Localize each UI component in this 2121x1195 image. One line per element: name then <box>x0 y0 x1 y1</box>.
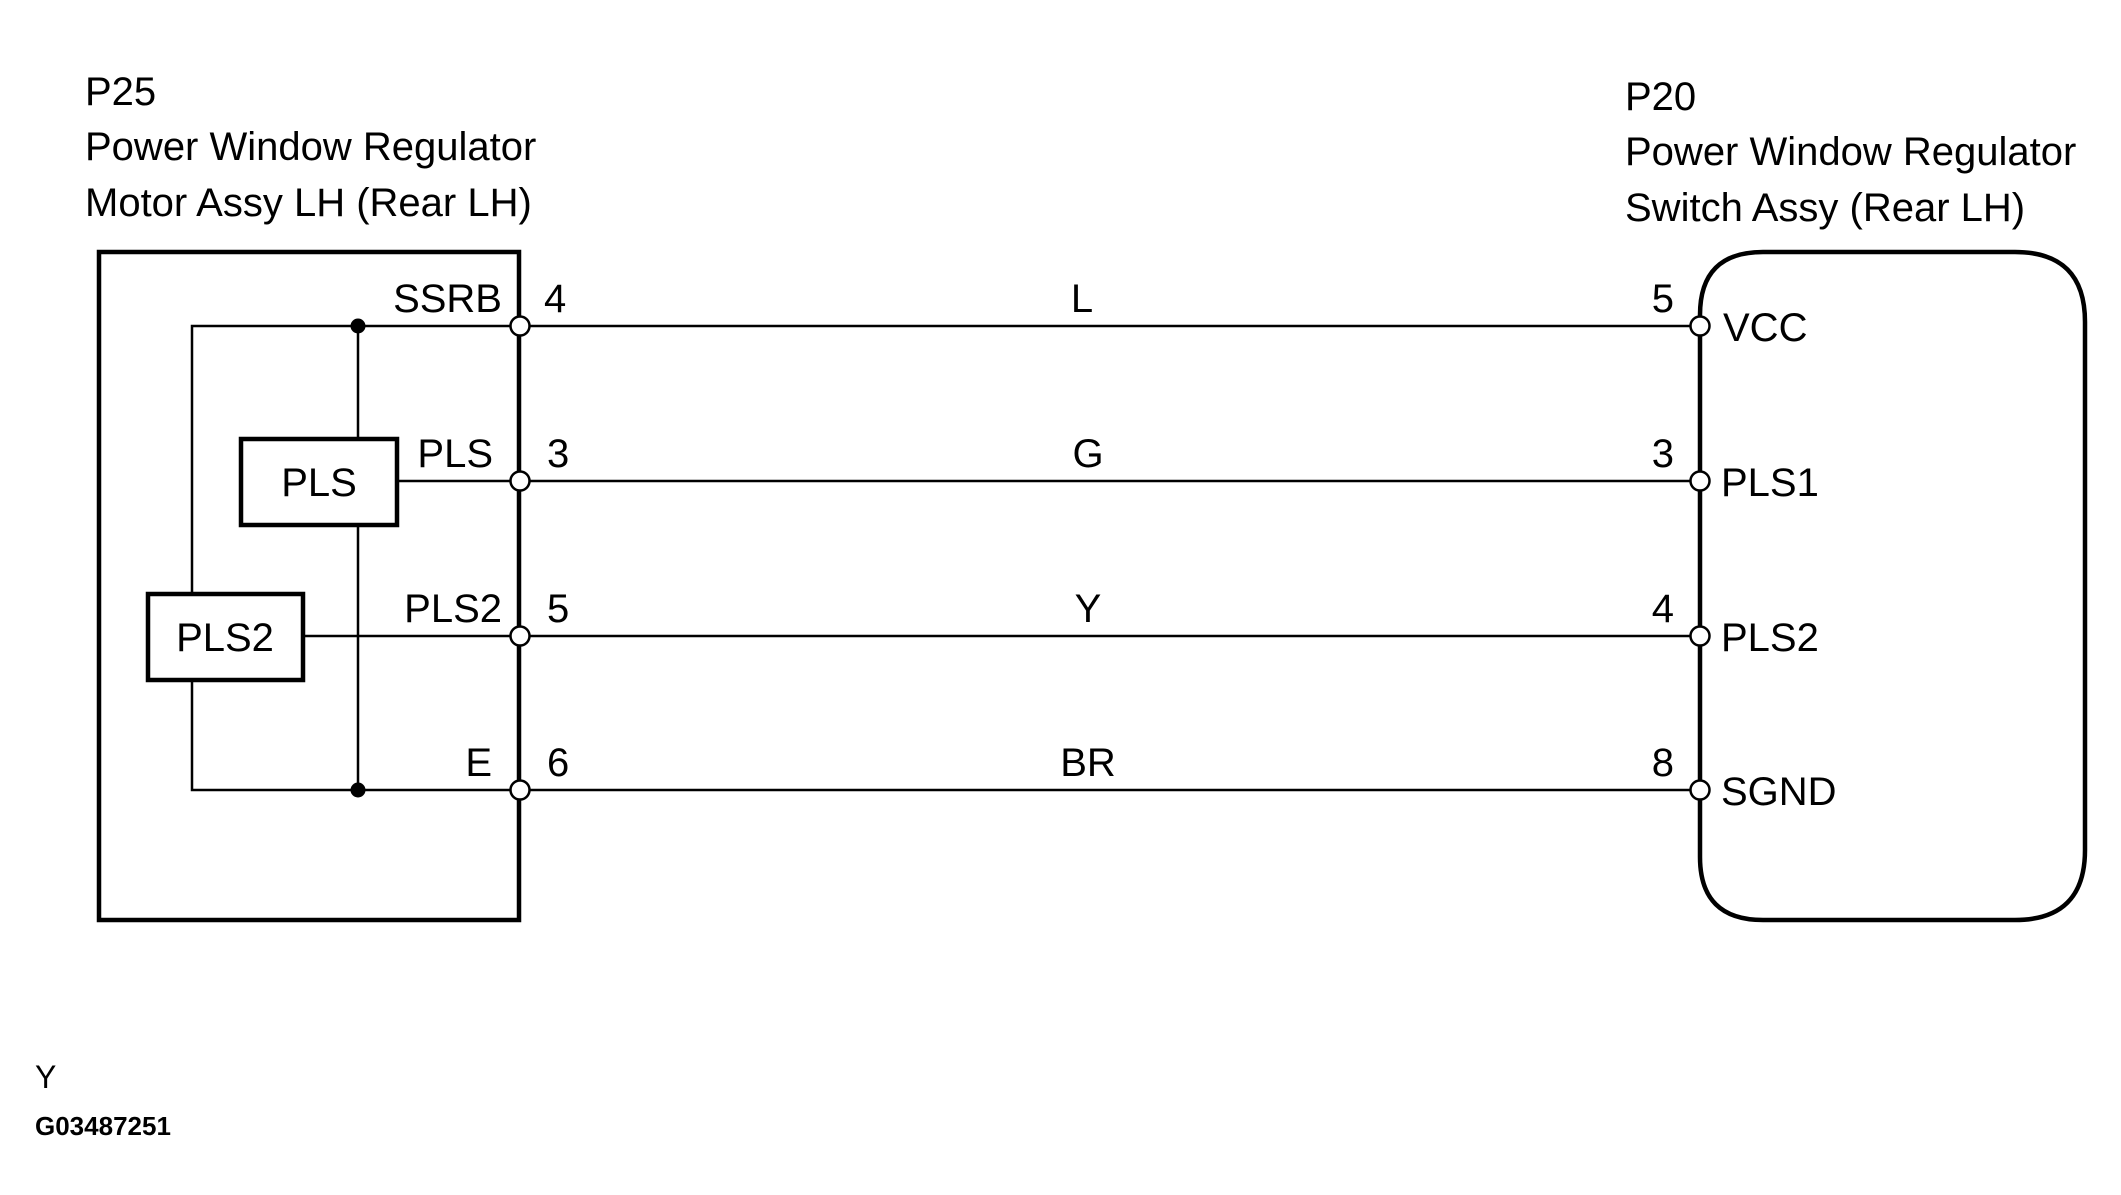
wire-color-label: G <box>1072 432 1103 476</box>
left-component-code: P25 <box>85 70 156 114</box>
left-terminal-name: PLS <box>417 432 493 476</box>
right-connector-pin <box>1689 470 1711 492</box>
pls2-sensor-label: PLS2 <box>176 616 274 660</box>
right-component-box <box>1697 249 2088 923</box>
left-terminal-name: SSRB <box>393 277 502 321</box>
right-pin-number: 8 <box>1652 741 1674 785</box>
splice-dot-bottom <box>350 782 366 798</box>
left-pin-number: 6 <box>547 741 569 785</box>
right-pin-number: 4 <box>1652 587 1674 631</box>
left-terminal-name: PLS2 <box>404 587 502 631</box>
right-component-code: P20 <box>1625 75 1696 119</box>
wire-color-label: L <box>1071 277 1093 321</box>
left-pin-number: 4 <box>544 277 566 321</box>
pls2-sensor-box <box>145 591 306 683</box>
left-terminal-name: E <box>465 741 492 785</box>
pls-sensor-label: PLS <box>281 461 357 505</box>
left-connector-pin <box>509 315 531 337</box>
wire-color-label: BR <box>1060 741 1116 785</box>
right-connector-pin <box>1689 779 1711 801</box>
right-terminal-name: PLS2 <box>1721 616 1819 660</box>
right-terminal-name: SGND <box>1721 770 1837 814</box>
right-component-name-line1: Power Window Regulator <box>1625 130 2076 174</box>
left-pin-number: 3 <box>547 432 569 476</box>
right-pin-number: 5 <box>1652 277 1674 321</box>
left-connector-pin <box>509 470 531 492</box>
footer-mark: Y <box>35 1059 56 1095</box>
left-component-name-line1: Power Window Regulator <box>85 125 536 169</box>
right-connector-pin <box>1689 315 1711 337</box>
right-pin-number: 3 <box>1652 432 1674 476</box>
left-connector-pin <box>509 779 531 801</box>
wire-color-label: Y <box>1075 587 1102 631</box>
left-pin-number: 5 <box>547 587 569 631</box>
right-component-name-line2: Switch Assy (Rear LH) <box>1625 186 2025 230</box>
right-connector-pin <box>1689 625 1711 647</box>
right-terminal-name: VCC <box>1723 306 1807 350</box>
left-component-box <box>96 249 522 923</box>
figure-code: G03487251 <box>35 1111 171 1141</box>
left-connector-pin <box>509 625 531 647</box>
left-component-name-line2: Motor Assy LH (Rear LH) <box>85 181 532 225</box>
splice-dot-top <box>350 318 366 334</box>
pls-sensor-box <box>238 436 400 528</box>
right-terminal-name: PLS1 <box>1721 461 1819 505</box>
